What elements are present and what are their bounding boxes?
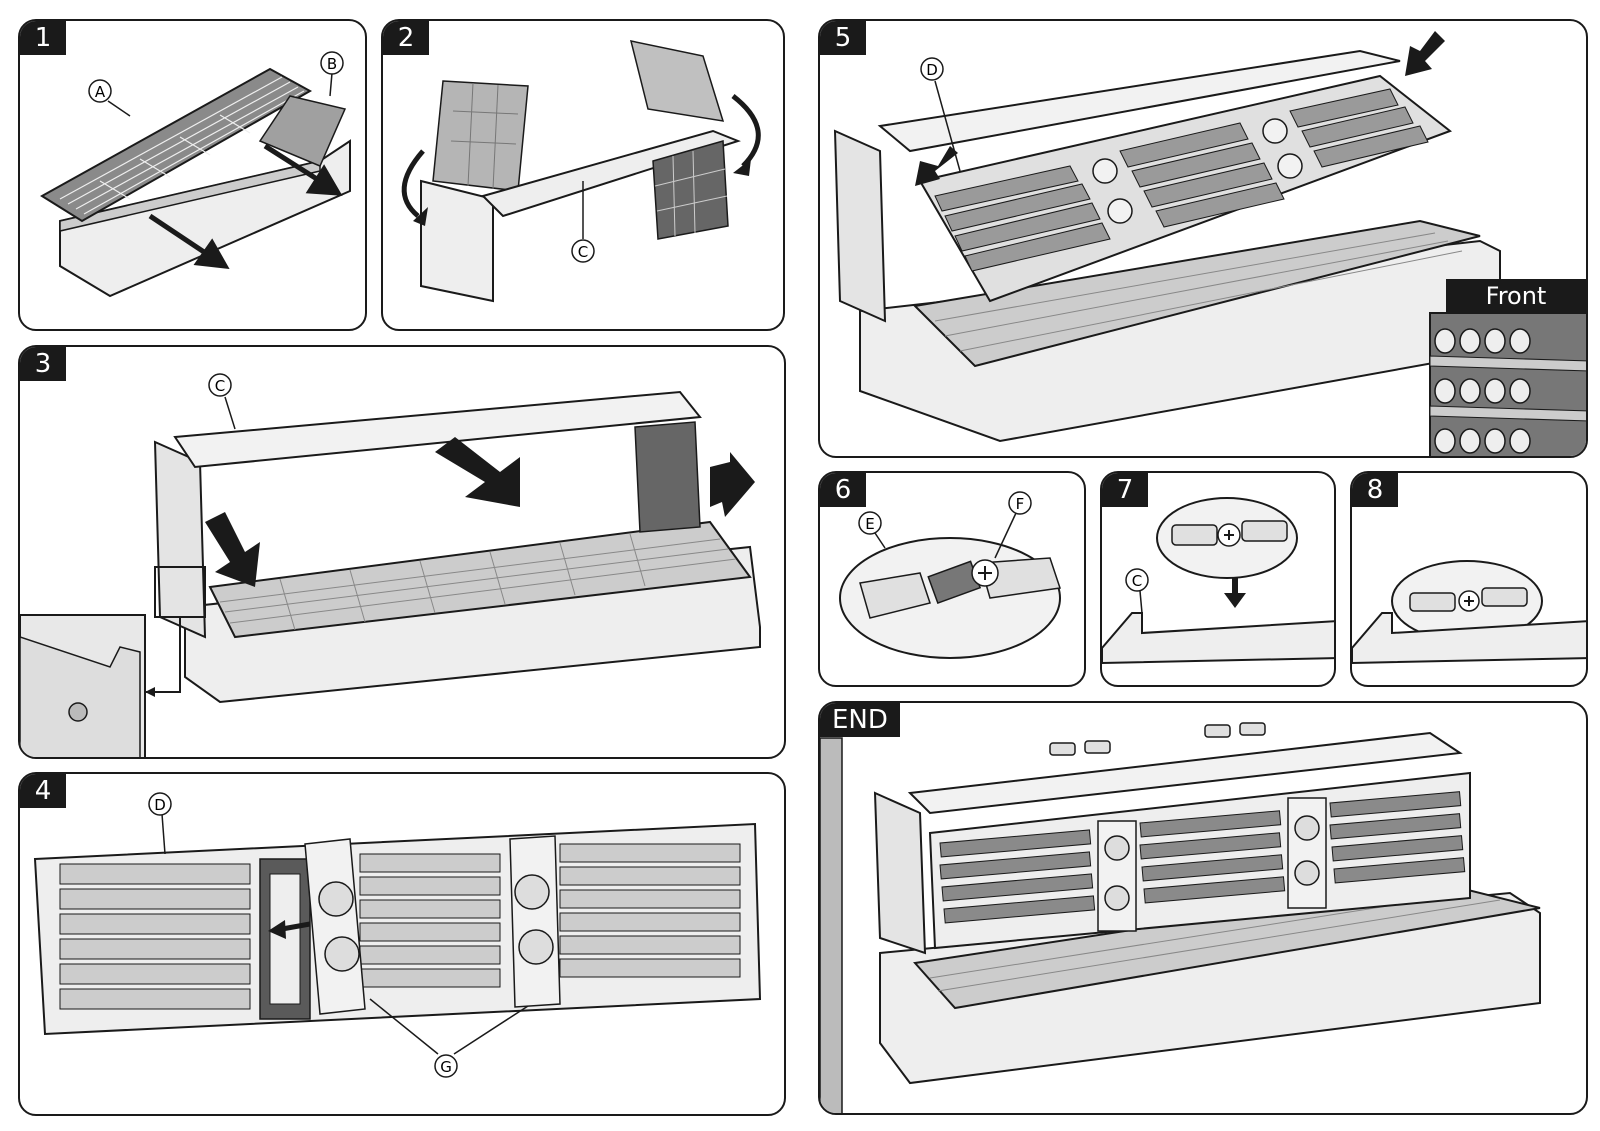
step-2-illustration: C <box>401 40 761 303</box>
callout-c: C <box>1132 572 1142 590</box>
step-4-illustration: D G <box>33 792 762 1078</box>
front-detail-label: Front <box>1446 279 1586 313</box>
rotate-arrow-icon <box>401 94 761 218</box>
panel-end: END <box>818 701 1588 1115</box>
step-8-illustration <box>1352 560 1586 665</box>
step-number: 3 <box>20 347 66 381</box>
top-bar-c <box>481 129 741 218</box>
callout-a: A <box>95 83 106 101</box>
press-arrow-icon <box>915 31 1445 186</box>
panel-step-7: 7 C <box>1100 471 1336 687</box>
pull-arrow-icon <box>148 143 343 270</box>
step-number: END <box>820 703 900 737</box>
step-number: 8 <box>1352 473 1398 507</box>
callout-c: C <box>578 243 588 261</box>
panel-step-3: 3 C <box>18 345 786 759</box>
step-7-illustration: C <box>1102 497 1334 665</box>
top-bar-c <box>173 390 702 469</box>
callout-f: F <box>1016 495 1025 513</box>
step-number: 6 <box>820 473 866 507</box>
callout-d: D <box>154 796 166 814</box>
push-arrow-icon <box>205 437 755 587</box>
end-illustration <box>820 722 1541 1113</box>
panel-step-5: 5 <box>818 19 1588 458</box>
step-number: 4 <box>20 774 66 808</box>
panel-step-8: 8 <box>1350 471 1588 687</box>
panel-step-4: 4 <box>18 772 786 1116</box>
callout-e: E <box>865 515 874 533</box>
step-number: 5 <box>820 21 866 55</box>
panel-step-1: 1 A B <box>18 19 367 331</box>
step-number: 2 <box>383 21 429 55</box>
panel-step-2: 2 C <box>381 19 785 331</box>
callout-b: B <box>327 55 337 73</box>
callout-c: C <box>215 377 225 395</box>
slide-arrow-icon <box>268 920 311 939</box>
step-number: 7 <box>1102 473 1148 507</box>
callout-d: D <box>926 61 938 79</box>
down-arrow-icon <box>1224 578 1246 608</box>
step-6-illustration: E F <box>839 491 1061 659</box>
insert-b <box>258 95 347 167</box>
callout-g: G <box>440 1058 452 1076</box>
step-1-illustration: A B <box>40 51 351 298</box>
screw-icon <box>927 559 999 605</box>
panel-step-6: 6 E F <box>818 471 1086 687</box>
step-number: 1 <box>20 21 66 55</box>
wing-nut-icon <box>859 557 1061 619</box>
step-5-illustration: D <box>833 31 1586 456</box>
wing-nut-icon <box>1171 520 1288 547</box>
wing-nut-icon <box>1049 722 1266 756</box>
step-3-illustration: C <box>20 373 761 757</box>
